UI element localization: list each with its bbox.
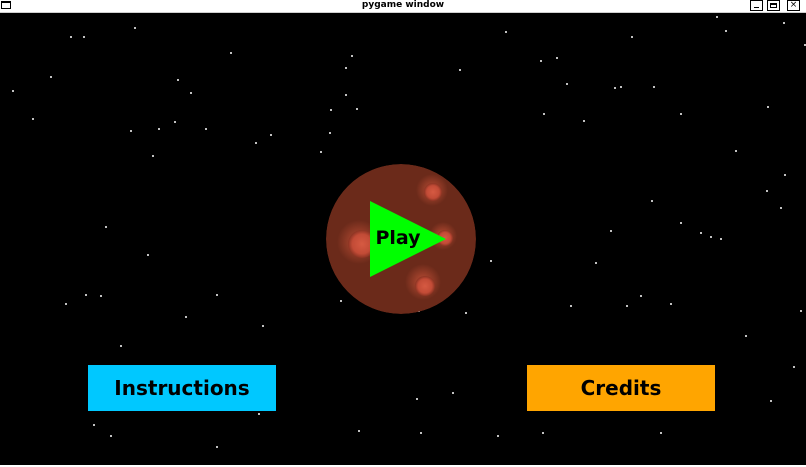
star xyxy=(177,79,179,81)
crater xyxy=(437,230,453,246)
star xyxy=(345,94,347,96)
star xyxy=(85,294,87,296)
star xyxy=(65,303,67,305)
star xyxy=(110,435,112,437)
star xyxy=(258,413,260,415)
star xyxy=(540,60,542,62)
window-title: pygame window xyxy=(361,0,445,10)
crater xyxy=(424,183,442,201)
star xyxy=(583,120,585,122)
star xyxy=(640,295,642,297)
star xyxy=(680,222,682,224)
star xyxy=(770,400,772,402)
star xyxy=(766,190,768,192)
star xyxy=(710,236,712,238)
maximize-button[interactable] xyxy=(767,0,780,11)
star xyxy=(651,200,653,202)
star xyxy=(542,432,544,434)
star xyxy=(631,36,633,38)
star xyxy=(185,316,187,318)
star xyxy=(320,151,322,153)
star xyxy=(767,106,769,108)
star xyxy=(330,109,332,111)
crater xyxy=(415,276,435,296)
star xyxy=(70,36,72,38)
star xyxy=(32,118,34,120)
star xyxy=(490,260,492,262)
star xyxy=(270,134,272,136)
star xyxy=(329,132,331,134)
star xyxy=(725,30,727,32)
star xyxy=(216,294,218,296)
star xyxy=(216,446,218,448)
star xyxy=(783,22,785,24)
close-button[interactable]: × xyxy=(787,0,800,11)
star xyxy=(804,44,806,46)
star xyxy=(340,300,342,302)
star xyxy=(614,87,616,89)
star xyxy=(620,86,622,88)
star xyxy=(262,325,264,327)
star xyxy=(190,92,192,94)
star xyxy=(120,345,122,347)
star xyxy=(356,108,358,110)
window-icon[interactable] xyxy=(1,1,11,9)
star xyxy=(452,392,454,394)
star xyxy=(152,155,154,157)
star xyxy=(660,432,662,434)
star xyxy=(345,67,347,69)
star xyxy=(100,295,102,297)
play-button[interactable] xyxy=(326,164,476,314)
star xyxy=(610,230,612,232)
star xyxy=(130,130,132,132)
star xyxy=(134,27,136,29)
star xyxy=(735,150,737,152)
star xyxy=(230,52,232,54)
star xyxy=(543,113,545,115)
star xyxy=(800,310,802,312)
star xyxy=(745,335,747,337)
star xyxy=(358,430,360,432)
star xyxy=(147,254,149,256)
star xyxy=(556,57,558,59)
credits-button[interactable]: Credits xyxy=(527,365,715,411)
star xyxy=(205,128,207,130)
play-label[interactable]: Play xyxy=(375,227,421,249)
star xyxy=(459,69,461,71)
minimize-button[interactable] xyxy=(750,0,763,11)
star xyxy=(158,128,160,130)
star xyxy=(105,226,107,228)
star xyxy=(793,366,795,368)
star xyxy=(700,232,702,234)
play-triangle-icon[interactable] xyxy=(370,201,446,277)
crater xyxy=(348,230,376,258)
star xyxy=(716,16,718,18)
star xyxy=(566,83,568,85)
star xyxy=(416,398,418,400)
star xyxy=(626,305,628,307)
star xyxy=(720,238,722,240)
star xyxy=(497,435,499,437)
title-bar[interactable]: pygame window × xyxy=(0,0,806,13)
star xyxy=(93,424,95,426)
star xyxy=(780,207,782,209)
star xyxy=(351,55,353,57)
star xyxy=(653,86,655,88)
star xyxy=(505,31,507,33)
game-canvas: Play Instructions Credits xyxy=(0,13,806,465)
star xyxy=(83,36,85,38)
star xyxy=(174,121,176,123)
star xyxy=(12,90,14,92)
star xyxy=(420,432,422,434)
star xyxy=(595,262,597,264)
instructions-button[interactable]: Instructions xyxy=(88,365,276,411)
star xyxy=(255,142,257,144)
star xyxy=(570,305,572,307)
star xyxy=(465,312,467,314)
star xyxy=(680,113,682,115)
star xyxy=(784,174,786,176)
star xyxy=(670,303,672,305)
star xyxy=(50,76,52,78)
